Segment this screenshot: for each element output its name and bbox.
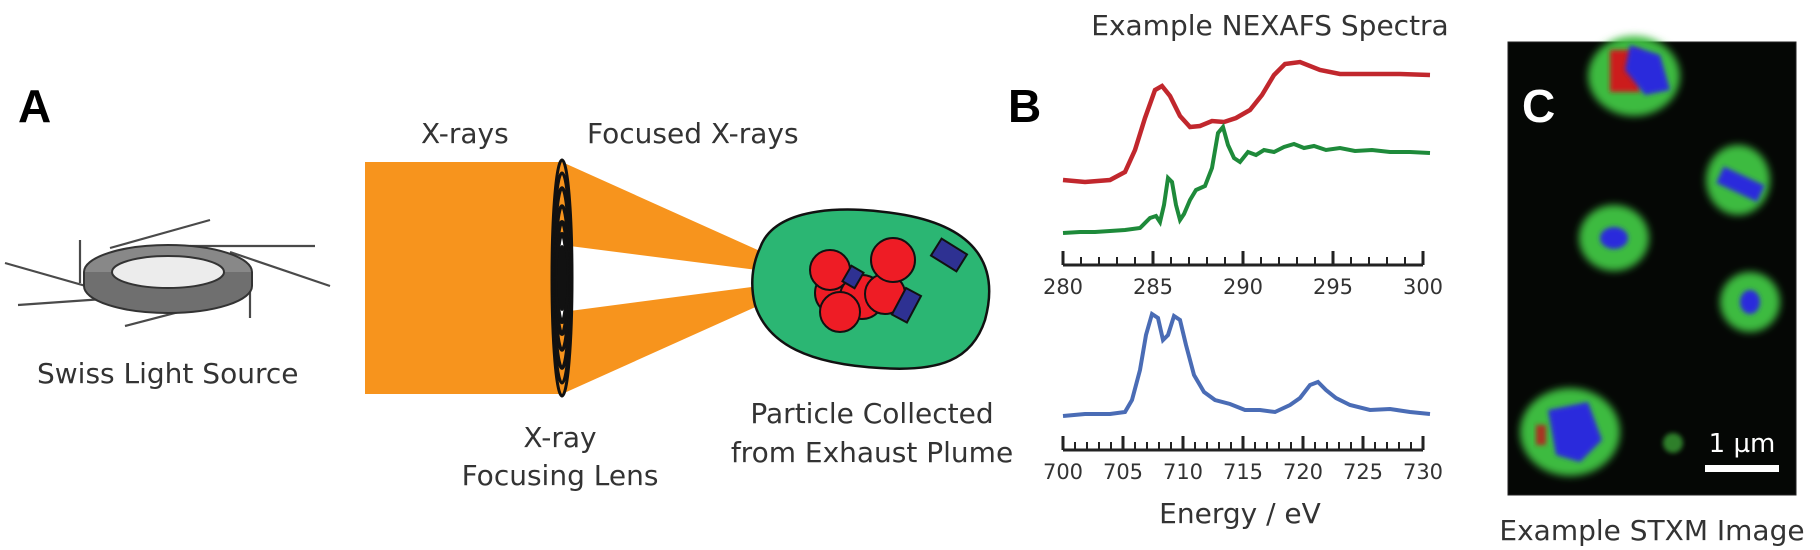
scale-bar-label: 1 µm [1709, 429, 1776, 459]
focused-xrays-label: Focused X-rays [587, 117, 799, 150]
tick-label: 700 [1043, 460, 1083, 484]
zone-plate-lens-icon [550, 158, 574, 398]
red-inclusion [870, 237, 916, 283]
red-inclusion [819, 291, 861, 333]
source-label: Swiss Light Source [37, 357, 298, 390]
blue-inclusion [890, 286, 923, 324]
stxm-blue-region [1625, 45, 1670, 95]
scale-bar [1705, 465, 1779, 472]
iron-edge-axis: 700 705 710 715 720 725 730 [1043, 436, 1443, 484]
red-spectrum-line [1062, 59, 1431, 185]
particle-label-line1: Particle Collected [750, 397, 993, 430]
green-spectrum-line [1062, 122, 1431, 235]
stxm-caption: Example STXM Image [1499, 514, 1804, 547]
red-inclusion [809, 249, 851, 291]
tick-label: 300 [1403, 275, 1443, 299]
spectra-title: Example NEXAFS Spectra [1091, 9, 1448, 42]
stxm-blue-region [1740, 290, 1760, 314]
xray-beam [365, 162, 562, 394]
lens-label-line2: Focusing Lens [462, 459, 659, 492]
tick-label: 290 [1223, 275, 1263, 299]
panel-c: C 1 µm Example STXM Image [1499, 36, 1805, 547]
panel-a-letter: A [18, 80, 51, 132]
focused-beam-upper [562, 162, 820, 278]
tick-label: 725 [1343, 460, 1383, 484]
blue-inclusion [929, 237, 969, 273]
particle-inclusions [809, 237, 969, 333]
xrays-label: X-rays [421, 117, 509, 150]
synchrotron-ring-icon [4, 218, 331, 328]
blue-spectrum-line [1062, 310, 1431, 418]
blue-inclusion [841, 264, 865, 290]
carbon-edge-axis: 280 285 290 295 300 [1043, 251, 1443, 299]
tick-label: 720 [1283, 460, 1323, 484]
stxm-particles [1520, 36, 1780, 476]
tick-label: 285 [1133, 275, 1173, 299]
tick-label: 730 [1403, 460, 1443, 484]
tick-label: 715 [1223, 460, 1263, 484]
stxm-red-region [1536, 425, 1546, 445]
stxm-blue-region [1548, 402, 1602, 462]
panel-a: A Swiss Light Source X-rays Focused X-ra… [4, 80, 1013, 492]
energy-axis-title: Energy / eV [1159, 497, 1321, 530]
stxm-blue-region [1716, 166, 1765, 202]
particle-label-line2: from Exhaust Plume [731, 436, 1013, 469]
tick-label: 295 [1313, 275, 1353, 299]
panel-c-letter: C [1522, 80, 1555, 132]
stxm-particle [1663, 433, 1683, 453]
panel-b: B Example NEXAFS Spectra 280 285 290 295 300… [1008, 9, 1449, 530]
tick-label: 280 [1043, 275, 1083, 299]
panel-b-letter: B [1008, 80, 1041, 132]
lens-label-line1: X-ray [523, 421, 596, 454]
stxm-blue-region [1600, 227, 1628, 249]
tick-label: 705 [1103, 460, 1143, 484]
tick-label: 710 [1163, 460, 1203, 484]
